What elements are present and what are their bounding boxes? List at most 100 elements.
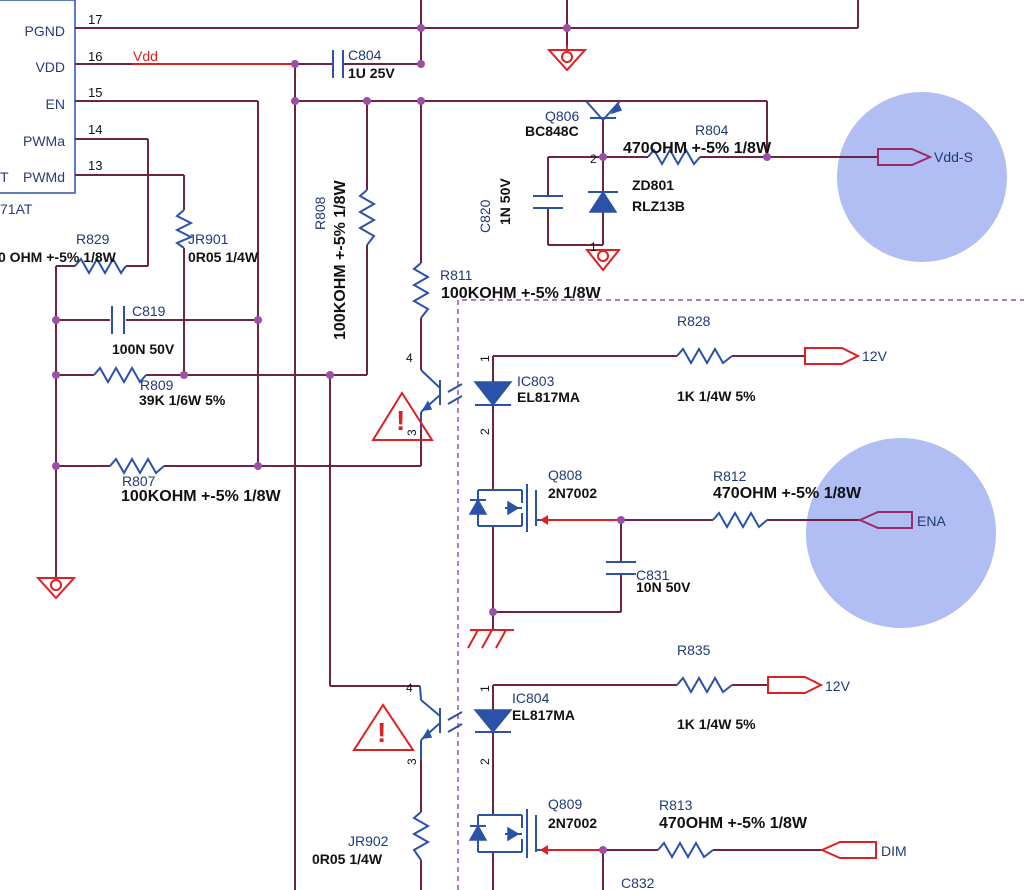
- zener-zd801: [588, 190, 618, 213]
- zd801-pin1: 1: [590, 240, 597, 254]
- warning-mark-ic804: !: [377, 717, 386, 748]
- warning-symbol-ic803: [371, 391, 434, 441]
- port-ena: [857, 511, 913, 529]
- r812-ref: R812: [713, 468, 747, 484]
- c819-ref: C819: [132, 303, 166, 319]
- port-12v-b: [767, 676, 824, 694]
- capacitor-c819: [111, 306, 125, 334]
- ground-symbol-top: [546, 45, 588, 72]
- ic803-pin1: 1: [478, 355, 492, 362]
- highlight-vdd-s: [837, 92, 1007, 262]
- resistor-r813: [657, 840, 714, 860]
- warning-symbol-ic804: [352, 703, 415, 751]
- ic-part-suffix: 71AT: [0, 201, 33, 217]
- chassis-ground-symbol: [467, 629, 514, 649]
- ic804-pin3: 3: [405, 758, 419, 765]
- c820-value: 1N 50V: [497, 178, 513, 225]
- jr902-ref: JR902: [348, 833, 389, 849]
- capacitor-c820: [533, 195, 563, 209]
- pin-number-17: 17: [88, 12, 102, 27]
- r813-ref: R813: [659, 797, 693, 813]
- r835-ref: R835: [677, 642, 711, 658]
- ground-symbol-zd801: [584, 249, 622, 272]
- pin-label-pgnd: PGND: [25, 23, 65, 39]
- pin-number-13: 13: [88, 158, 102, 173]
- controller-ic: [0, 0, 76, 194]
- pin-label-en: EN: [46, 96, 65, 112]
- optocoupler-ic804: [419, 685, 513, 760]
- q806-value: BC848C: [525, 123, 579, 139]
- resistor-jr902: [411, 811, 431, 861]
- c832-ref: C832: [621, 875, 655, 890]
- pin-number-14: 14: [88, 122, 102, 137]
- zd801-ref: ZD801: [632, 177, 674, 193]
- ic803-ref: IC803: [517, 373, 555, 389]
- r809-ref: R809: [140, 377, 174, 393]
- port-vdd-s: [877, 148, 933, 166]
- ic804-value: EL817MA: [512, 707, 575, 723]
- optocoupler-ic803: [420, 369, 513, 430]
- mosfet-q808: [468, 484, 548, 532]
- warning-mark-ic803: !: [396, 405, 405, 436]
- pin-label-prefix: T: [0, 169, 9, 185]
- ic803-pin3: 3: [405, 429, 419, 436]
- r813-value: 470OHM +-5% 1/8W: [659, 815, 808, 832]
- c820-ref: C820: [477, 199, 493, 233]
- highlight-ena: [806, 438, 996, 628]
- c804-value: 1U 25V: [348, 65, 395, 81]
- r811-ref: R811: [440, 267, 473, 283]
- jr901-value: 0R05 1/4W: [188, 249, 259, 265]
- q808-ref: Q808: [548, 467, 582, 483]
- resistor-r828: [676, 346, 733, 366]
- jr902-value: 0R05 1/4W: [312, 851, 383, 867]
- pin-label-pwma: PWMa: [23, 133, 65, 149]
- capacitor-c831: [606, 561, 636, 575]
- resistor-r835: [676, 675, 733, 695]
- c831-value: 10N 50V: [636, 579, 691, 595]
- r835-value: 1K 1/4W 5%: [677, 716, 756, 732]
- r804-value: 470OHM +-5% 1/8W: [623, 140, 772, 157]
- c831-ref: C831: [636, 567, 670, 583]
- r807-value: 100KOHM +-5% 1/8W: [121, 488, 282, 505]
- zd801-value: RLZ13B: [632, 198, 685, 214]
- resistor-r812: [712, 510, 768, 530]
- r808-value: 100KOHM +-5% 1/8W: [332, 179, 349, 340]
- ic803-pin2: 2: [478, 428, 492, 435]
- c819-value: 100N 50V: [112, 341, 175, 357]
- resistor-r809: [93, 365, 147, 385]
- ground-symbol-left: [35, 577, 77, 600]
- ic803-value: EL817MA: [517, 389, 580, 405]
- transistor-q806: [585, 100, 623, 121]
- ic804-pin4: 4: [406, 681, 413, 695]
- r807-ref: R807: [122, 473, 156, 489]
- r828-ref: R828: [677, 313, 711, 329]
- pin-label-pwmd: PWMd: [23, 169, 65, 185]
- ic804-pin2: 2: [478, 758, 492, 765]
- ic804-pin1: 1: [478, 685, 492, 692]
- wires: [55, 0, 878, 890]
- resistor-r829: [74, 256, 127, 276]
- port-vdd-s-label: Vdd-S: [934, 149, 973, 165]
- capacitor-c804: [332, 50, 362, 78]
- ic803-pin4: 4: [406, 351, 413, 365]
- q809-value: 2N7002: [548, 815, 597, 831]
- resistor-jr901: [174, 209, 194, 249]
- r829-value: 0 OHM +-5% 1/8W: [0, 249, 117, 265]
- port-dim-label: DIM: [881, 843, 907, 859]
- pin-number-15: 15: [88, 85, 102, 100]
- port-12v-a-label: 12V: [862, 348, 888, 364]
- q808-value: 2N7002: [548, 485, 597, 501]
- r808-ref: R808: [312, 196, 328, 230]
- mosfet-q809: [468, 809, 548, 858]
- r829-ref: R829: [76, 231, 110, 247]
- port-12v-a: [804, 347, 861, 365]
- r809-value: 39K 1/6W 5%: [139, 392, 226, 408]
- resistor-r807: [109, 456, 165, 476]
- resistor-r811: [411, 262, 431, 319]
- port-ena-label: ENA: [917, 513, 946, 529]
- net-label-vdd: Vdd: [133, 48, 158, 64]
- q806-pin2: 2: [590, 152, 597, 166]
- port-dim: [819, 841, 877, 859]
- r804-ref: R804: [695, 122, 729, 138]
